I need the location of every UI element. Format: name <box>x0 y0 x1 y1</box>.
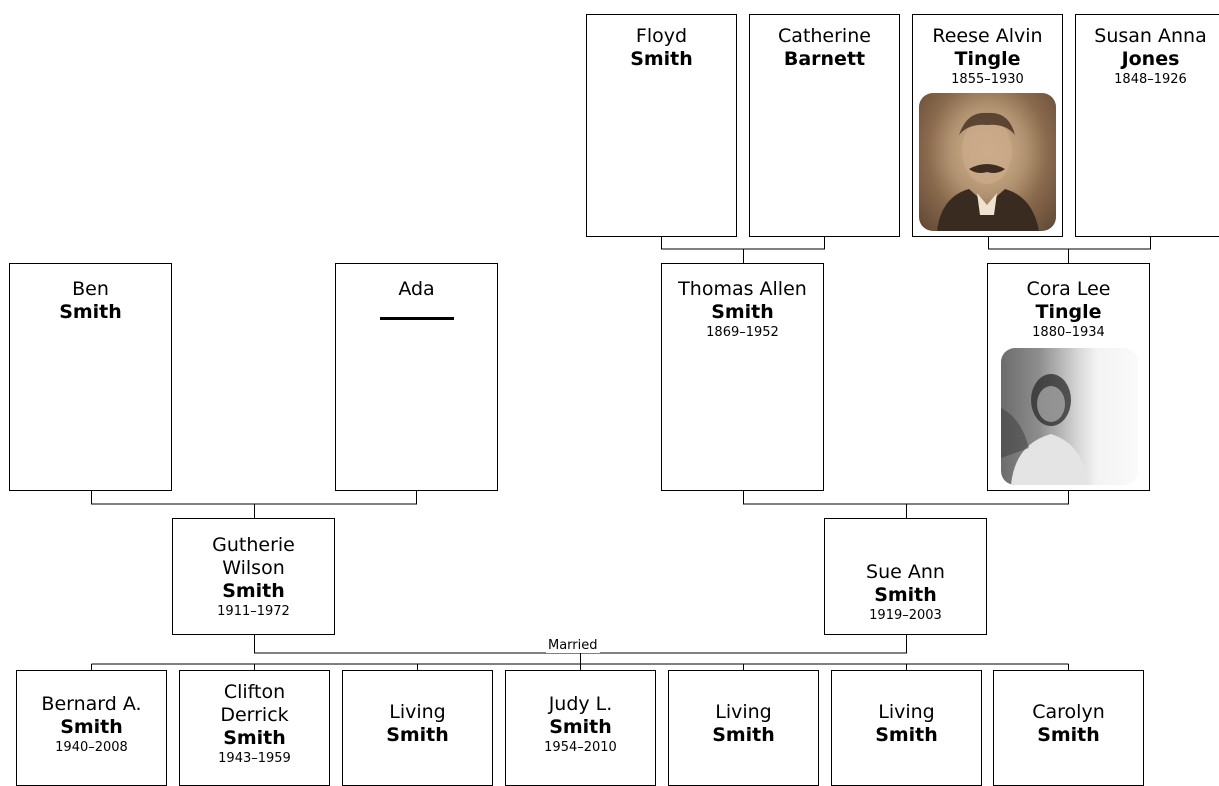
person-last-name: Smith <box>630 48 693 70</box>
child-card-judy-l-smith[interactable]: Judy L. Smith 1954–2010 <box>505 670 656 786</box>
person-first-name: Catherine <box>778 25 871 47</box>
unknown-surname-blank <box>379 307 454 320</box>
person-card-ben-smith[interactable]: Ben Smith <box>9 263 172 491</box>
person-card-ada[interactable]: Ada <box>335 263 498 491</box>
person-first-name: Bernard A. <box>41 692 142 715</box>
person-first-name: Cora Lee <box>1026 278 1111 300</box>
person-last-name: Smith <box>711 301 774 323</box>
person-dates: 1848–1926 <box>1114 72 1187 87</box>
connector-line <box>743 491 1069 505</box>
person-card-floyd-smith[interactable]: Floyd Smith <box>586 14 737 237</box>
person-last-name: Smith <box>60 715 123 738</box>
person-middle-name: Derrick <box>220 704 289 726</box>
person-dates: 1919–2003 <box>869 608 942 623</box>
person-last-name: Smith <box>222 579 285 602</box>
person-card-sue-ann-smith[interactable]: Sue Ann Smith 1919–2003 <box>824 518 987 635</box>
child-card-living-smith-2[interactable]: Living Smith <box>668 670 819 786</box>
person-last-name: Barnett <box>783 48 866 70</box>
person-card-susan-anna-jones[interactable]: Susan Anna Jones 1848–1926 <box>1075 14 1219 237</box>
person-dates: 1880–1934 <box>1032 325 1105 340</box>
marriage-label: Married <box>546 638 600 653</box>
child-card-living-smith-1[interactable]: Living Smith <box>342 670 493 786</box>
person-card-thomas-allen-smith[interactable]: Thomas Allen Smith 1869–1952 <box>661 263 824 491</box>
connector-line <box>661 237 825 250</box>
person-card-gutherie-wilson-smith[interactable]: Gutherie Wilson Smith 1911–1972 <box>172 518 335 635</box>
connector-line <box>91 491 417 505</box>
child-card-carolyn-smith[interactable]: Carolyn Smith <box>993 670 1144 786</box>
person-first-name: Clifton <box>223 681 286 703</box>
person-last-name: Smith <box>549 715 612 738</box>
person-middle-name: Wilson <box>222 556 285 579</box>
person-dates: 1940–2008 <box>55 739 128 755</box>
person-first-name: Thomas Allen <box>678 278 807 300</box>
person-first-name: Susan Anna <box>1094 25 1207 47</box>
connector-line <box>988 237 1151 250</box>
person-last-name: Smith <box>712 724 775 746</box>
person-photo[interactable] <box>1001 348 1138 485</box>
person-card-reese-alvin-tingle[interactable]: Reese Alvin Tingle 1855–1930 <box>912 14 1063 237</box>
person-first-name: Living <box>715 701 772 723</box>
person-first-name: Living <box>878 701 935 723</box>
person-dates: 1911–1972 <box>217 603 290 619</box>
person-first-name: Living <box>389 701 446 723</box>
person-first-name: Carolyn <box>1032 701 1105 723</box>
person-first-name: Gutherie <box>212 533 295 556</box>
child-card-bernard-a-smith[interactable]: Bernard A. Smith 1940–2008 <box>16 670 167 786</box>
person-first-name: Ada <box>398 278 435 300</box>
person-last-name: Jones <box>1121 48 1180 70</box>
person-last-name: Tingle <box>1035 301 1102 323</box>
person-first-name: Reese Alvin <box>932 25 1043 47</box>
person-first-name: Judy L. <box>548 692 613 715</box>
person-last-name: Smith <box>874 584 937 606</box>
person-first-name: Ben <box>72 278 109 300</box>
person-last-name: Tingle <box>954 48 1021 70</box>
person-first-name: Floyd <box>635 25 688 47</box>
person-dates: 1869–1952 <box>706 325 779 340</box>
person-card-cora-lee-tingle[interactable]: Cora Lee Tingle 1880–1934 <box>987 263 1150 491</box>
person-card-catherine-barnett[interactable]: Catherine Barnett <box>749 14 900 237</box>
person-last-name: Smith <box>386 724 449 746</box>
person-last-name: Smith <box>59 301 122 323</box>
person-dates: 1855–1930 <box>951 72 1024 87</box>
child-card-living-smith-3[interactable]: Living Smith <box>831 670 982 786</box>
person-last-name: Smith <box>875 724 938 746</box>
person-dates: 1954–2010 <box>544 739 617 755</box>
child-card-clifton-derrick-smith[interactable]: Clifton Derrick Smith 1943–1959 <box>179 670 330 786</box>
person-first-name: Sue Ann <box>866 561 945 583</box>
person-last-name: Smith <box>1037 724 1100 746</box>
person-photo[interactable] <box>919 93 1056 231</box>
person-last-name: Smith <box>223 727 286 749</box>
person-dates: 1943–1959 <box>218 751 291 766</box>
